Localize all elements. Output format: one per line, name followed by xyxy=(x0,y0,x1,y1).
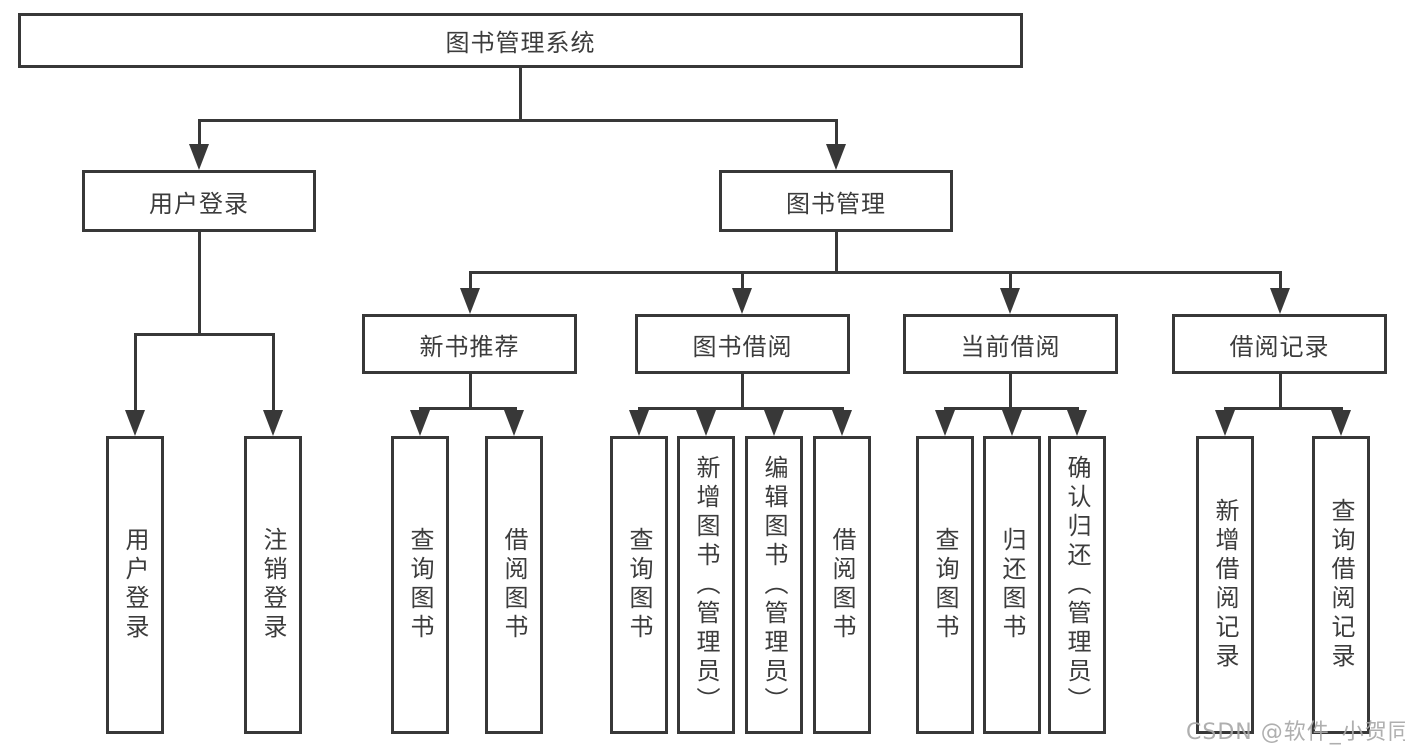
leaf-add-books-admin: 新增图书（管理员） xyxy=(677,436,735,734)
connector-line xyxy=(1279,271,1282,291)
connector-line xyxy=(419,407,517,410)
connector-line xyxy=(469,271,1282,274)
csdn-watermark: CSDN @软件_小贺同学 xyxy=(1186,720,1405,745)
arrowhead-down-icon xyxy=(696,410,716,436)
node-root-library-system: 图书管理系统 xyxy=(18,13,1023,68)
arrowhead-down-icon xyxy=(460,288,480,314)
arrowhead-down-icon xyxy=(629,410,649,436)
connector-line xyxy=(741,271,744,291)
node-new-book-recommendation: 新书推荐 xyxy=(362,314,577,374)
leaf-return-books: 归还图书 xyxy=(983,436,1041,734)
node-book-management: 图书管理 xyxy=(719,170,953,232)
leaf-borrow-books-borrowing: 借阅图书 xyxy=(813,436,871,734)
connector-line xyxy=(198,232,201,336)
arrowhead-down-icon xyxy=(764,410,784,436)
leaf-user-login: 用户登录 xyxy=(106,436,164,734)
connector-line xyxy=(519,68,522,120)
leaf-query-books-recommend: 查询图书 xyxy=(391,436,449,734)
connector-line xyxy=(272,333,275,413)
connector-line xyxy=(1009,271,1012,291)
arrowhead-down-icon xyxy=(1331,410,1351,436)
arrowhead-down-icon xyxy=(504,410,524,436)
node-user-login: 用户登录 xyxy=(82,170,316,232)
arrowhead-down-icon xyxy=(263,410,283,436)
arrowhead-down-icon xyxy=(1000,288,1020,314)
leaf-confirm-return-admin: 确认归还（管理员） xyxy=(1048,436,1106,734)
connector-line xyxy=(198,119,838,122)
leaf-query-books-current: 查询图书 xyxy=(916,436,974,734)
connector-line xyxy=(1224,407,1343,410)
connector-line xyxy=(1009,374,1012,410)
node-current-borrowing: 当前借阅 xyxy=(903,314,1118,374)
node-borrowing-records: 借阅记录 xyxy=(1172,314,1387,374)
connector-line xyxy=(134,333,137,413)
connector-line xyxy=(944,407,1079,410)
arrowhead-down-icon xyxy=(826,144,846,170)
leaf-borrow-books-recommend: 借阅图书 xyxy=(485,436,543,734)
leaf-query-borrow-record: 查询借阅记录 xyxy=(1312,436,1370,734)
node-book-borrowing: 图书借阅 xyxy=(635,314,850,374)
connector-line xyxy=(198,119,201,148)
connector-line xyxy=(835,119,838,148)
connector-line xyxy=(741,374,744,410)
connector-line xyxy=(835,232,838,274)
connector-line xyxy=(134,333,275,336)
leaf-add-borrow-record: 新增借阅记录 xyxy=(1196,436,1254,734)
connector-line xyxy=(469,374,472,410)
arrowhead-down-icon xyxy=(189,144,209,170)
leaf-query-books-borrowing: 查询图书 xyxy=(610,436,668,734)
connector-line xyxy=(1279,374,1282,410)
arrowhead-down-icon xyxy=(410,410,430,436)
arrowhead-down-icon xyxy=(832,410,852,436)
leaf-logout: 注销登录 xyxy=(244,436,302,734)
arrowhead-down-icon xyxy=(1067,410,1087,436)
connector-line xyxy=(469,271,472,291)
connector-line xyxy=(638,407,844,410)
arrowhead-down-icon xyxy=(732,288,752,314)
arrowhead-down-icon xyxy=(1215,410,1235,436)
arrowhead-down-icon xyxy=(125,410,145,436)
arrowhead-down-icon xyxy=(1002,410,1022,436)
arrowhead-down-icon xyxy=(1270,288,1290,314)
arrowhead-down-icon xyxy=(935,410,955,436)
leaf-edit-books-admin: 编辑图书（管理员） xyxy=(745,436,803,734)
